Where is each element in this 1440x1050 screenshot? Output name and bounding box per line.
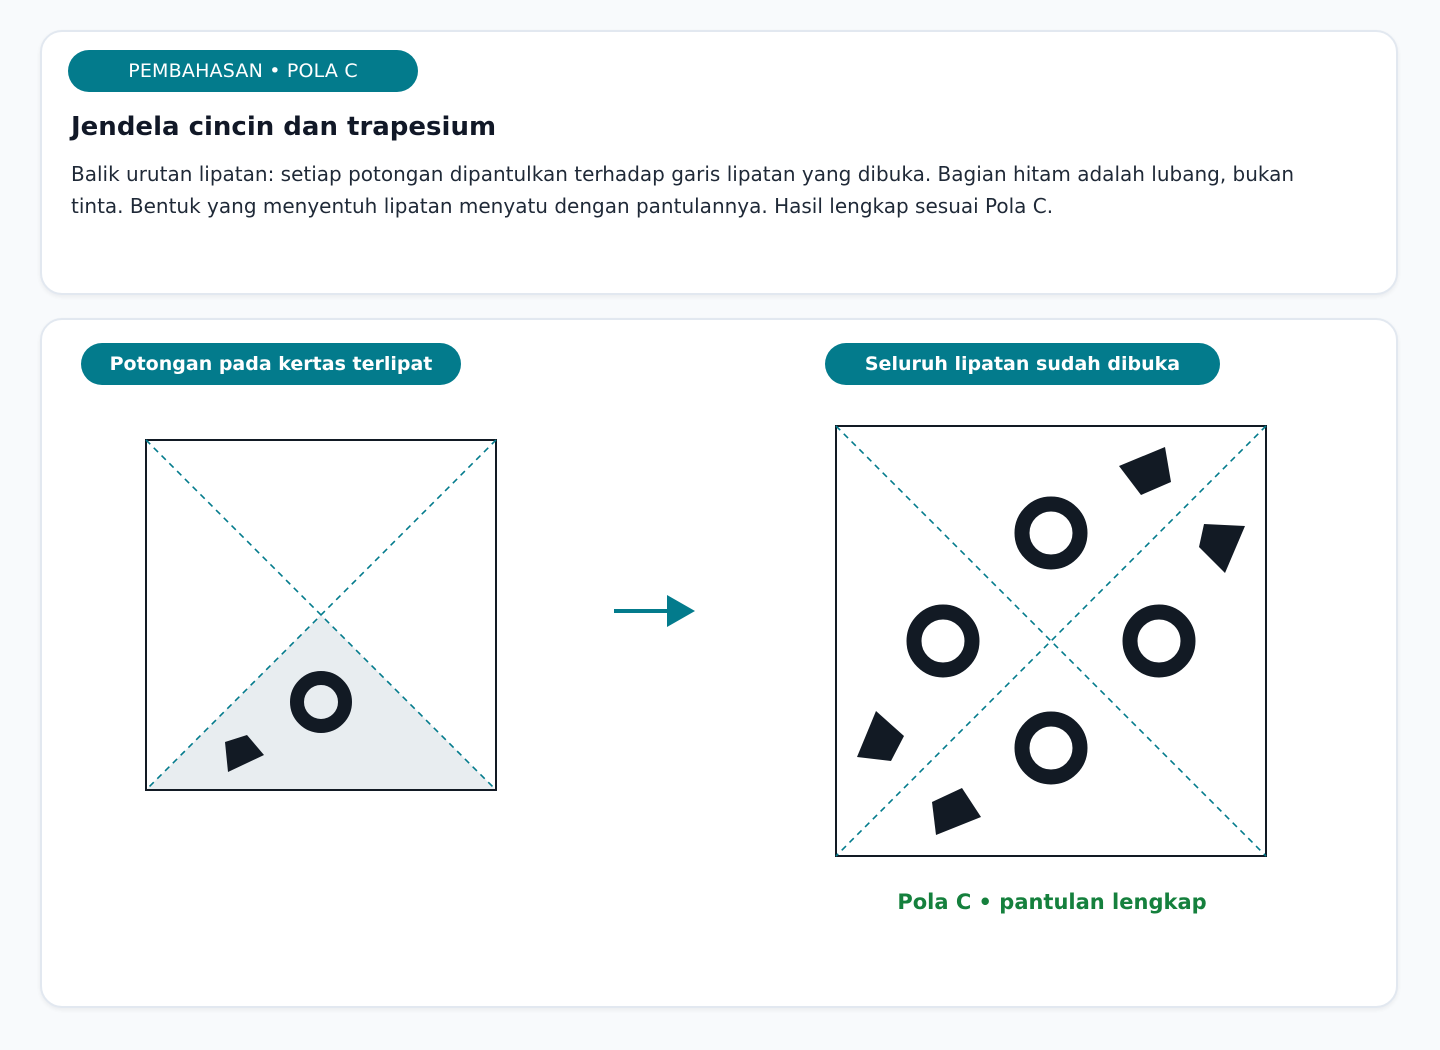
trapezoid-hole [857,711,904,761]
fold-line [145,439,497,791]
ring-hole [1014,711,1088,785]
page-title: Jendela cincin dan trapesium [71,112,497,142]
explanation-card: PEMBAHASAN • POLA C Jendela cincin dan t… [40,30,1398,295]
fold-line [835,425,1267,857]
section-tag: PEMBAHASAN • POLA C [68,50,418,92]
arrow-right-icon [614,595,695,627]
fold-line [835,425,1267,857]
ring-hole [1122,604,1196,678]
trapezoid-hole [1199,524,1245,573]
ring-hole [1014,496,1088,570]
folded-region [146,615,496,790]
trapezoid-hole [225,735,264,772]
folded-paper-label: Potongan pada kertas terlipat [81,343,461,385]
unfolded-paper [835,425,1267,857]
unfolded-paper-label: Seluruh lipatan sudah dibuka [825,343,1220,385]
trapezoid-hole [932,788,981,835]
trapezoid-hole [1119,447,1171,495]
folded-paper [145,439,497,791]
ring-hole [906,604,980,678]
ring-hole [290,671,352,733]
explanation-text: Balik urutan lipatan: setiap potongan di… [71,162,1295,218]
fold-diagram [145,425,1267,857]
result-label: Pola C • pantulan lengkap [897,890,1207,914]
unfolded-paper-outline [835,425,1267,857]
folded-paper-outline [145,439,497,791]
diagram-card: Potongan pada kertas terlipat Seluruh li… [40,318,1398,1008]
